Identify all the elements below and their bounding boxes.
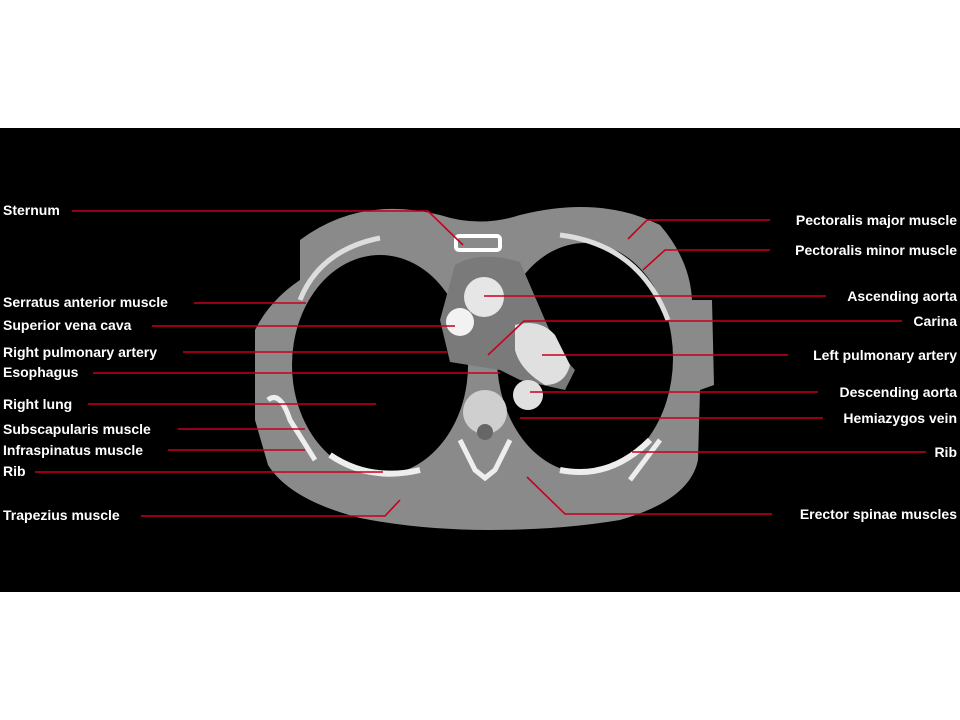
label-right-lung: Right lung [3,396,72,412]
label-superior-vena-cava: Superior vena cava [3,317,132,333]
label-sternum: Sternum [3,202,60,218]
label-pectoralis-major: Pectoralis major muscle [796,212,957,228]
label-rib-right: Rib [934,444,957,460]
label-serratus-anterior: Serratus anterior muscle [3,294,168,310]
label-esophagus: Esophagus [3,364,79,380]
label-descending-aorta: Descending aorta [840,384,958,400]
rib-cage-left [559,232,671,321]
scapula-left [628,438,662,482]
label-carina: Carina [913,313,957,329]
leader-erector-spinae [526,476,772,515]
label-erector-spinae: Erector spinae muscles [800,506,957,522]
label-left-pulmonary-artery: Left pulmonary artery [813,347,957,363]
svc-shape [446,308,474,336]
leader-pectoralis-minor [642,249,770,271]
sternum-bone [454,234,502,252]
label-subscapularis: Subscapularis muscle [3,421,151,437]
label-rib-left: Rib [3,463,26,479]
label-right-pulmonary-artery: Right pulmonary artery [3,344,157,360]
ascending-aorta-shape [464,277,504,317]
leader-carina [487,320,902,356]
vertebra [463,390,507,434]
descending-aorta-shape [513,380,543,410]
label-infraspinatus: Infraspinatus muscle [3,442,143,458]
labels-left: Sternum Serratus anterior muscle Superio… [3,202,168,523]
left-lung-shape [497,243,673,473]
leader-trapezius [141,499,401,517]
leader-pectoralis-major [627,219,770,240]
right-lung-shape [292,255,468,475]
label-pectoralis-minor: Pectoralis minor muscle [795,242,957,258]
ct-anatomy [255,207,714,530]
labels-right: Pectoralis major muscle Pectoralis minor… [795,212,957,522]
label-ascending-aorta: Ascending aorta [847,288,957,304]
vertebral-arch [457,438,513,482]
rib-posterior-left [559,437,653,475]
label-hemiazygos-vein: Hemiazygos vein [843,410,957,426]
leader-sternum [72,210,464,246]
rib-cage-right [297,235,381,301]
spinal-canal [477,424,493,440]
left-pa-shape [515,322,570,385]
leader-lines [35,210,926,517]
label-trapezius: Trapezius muscle [3,507,120,523]
scapula-right [266,395,318,462]
